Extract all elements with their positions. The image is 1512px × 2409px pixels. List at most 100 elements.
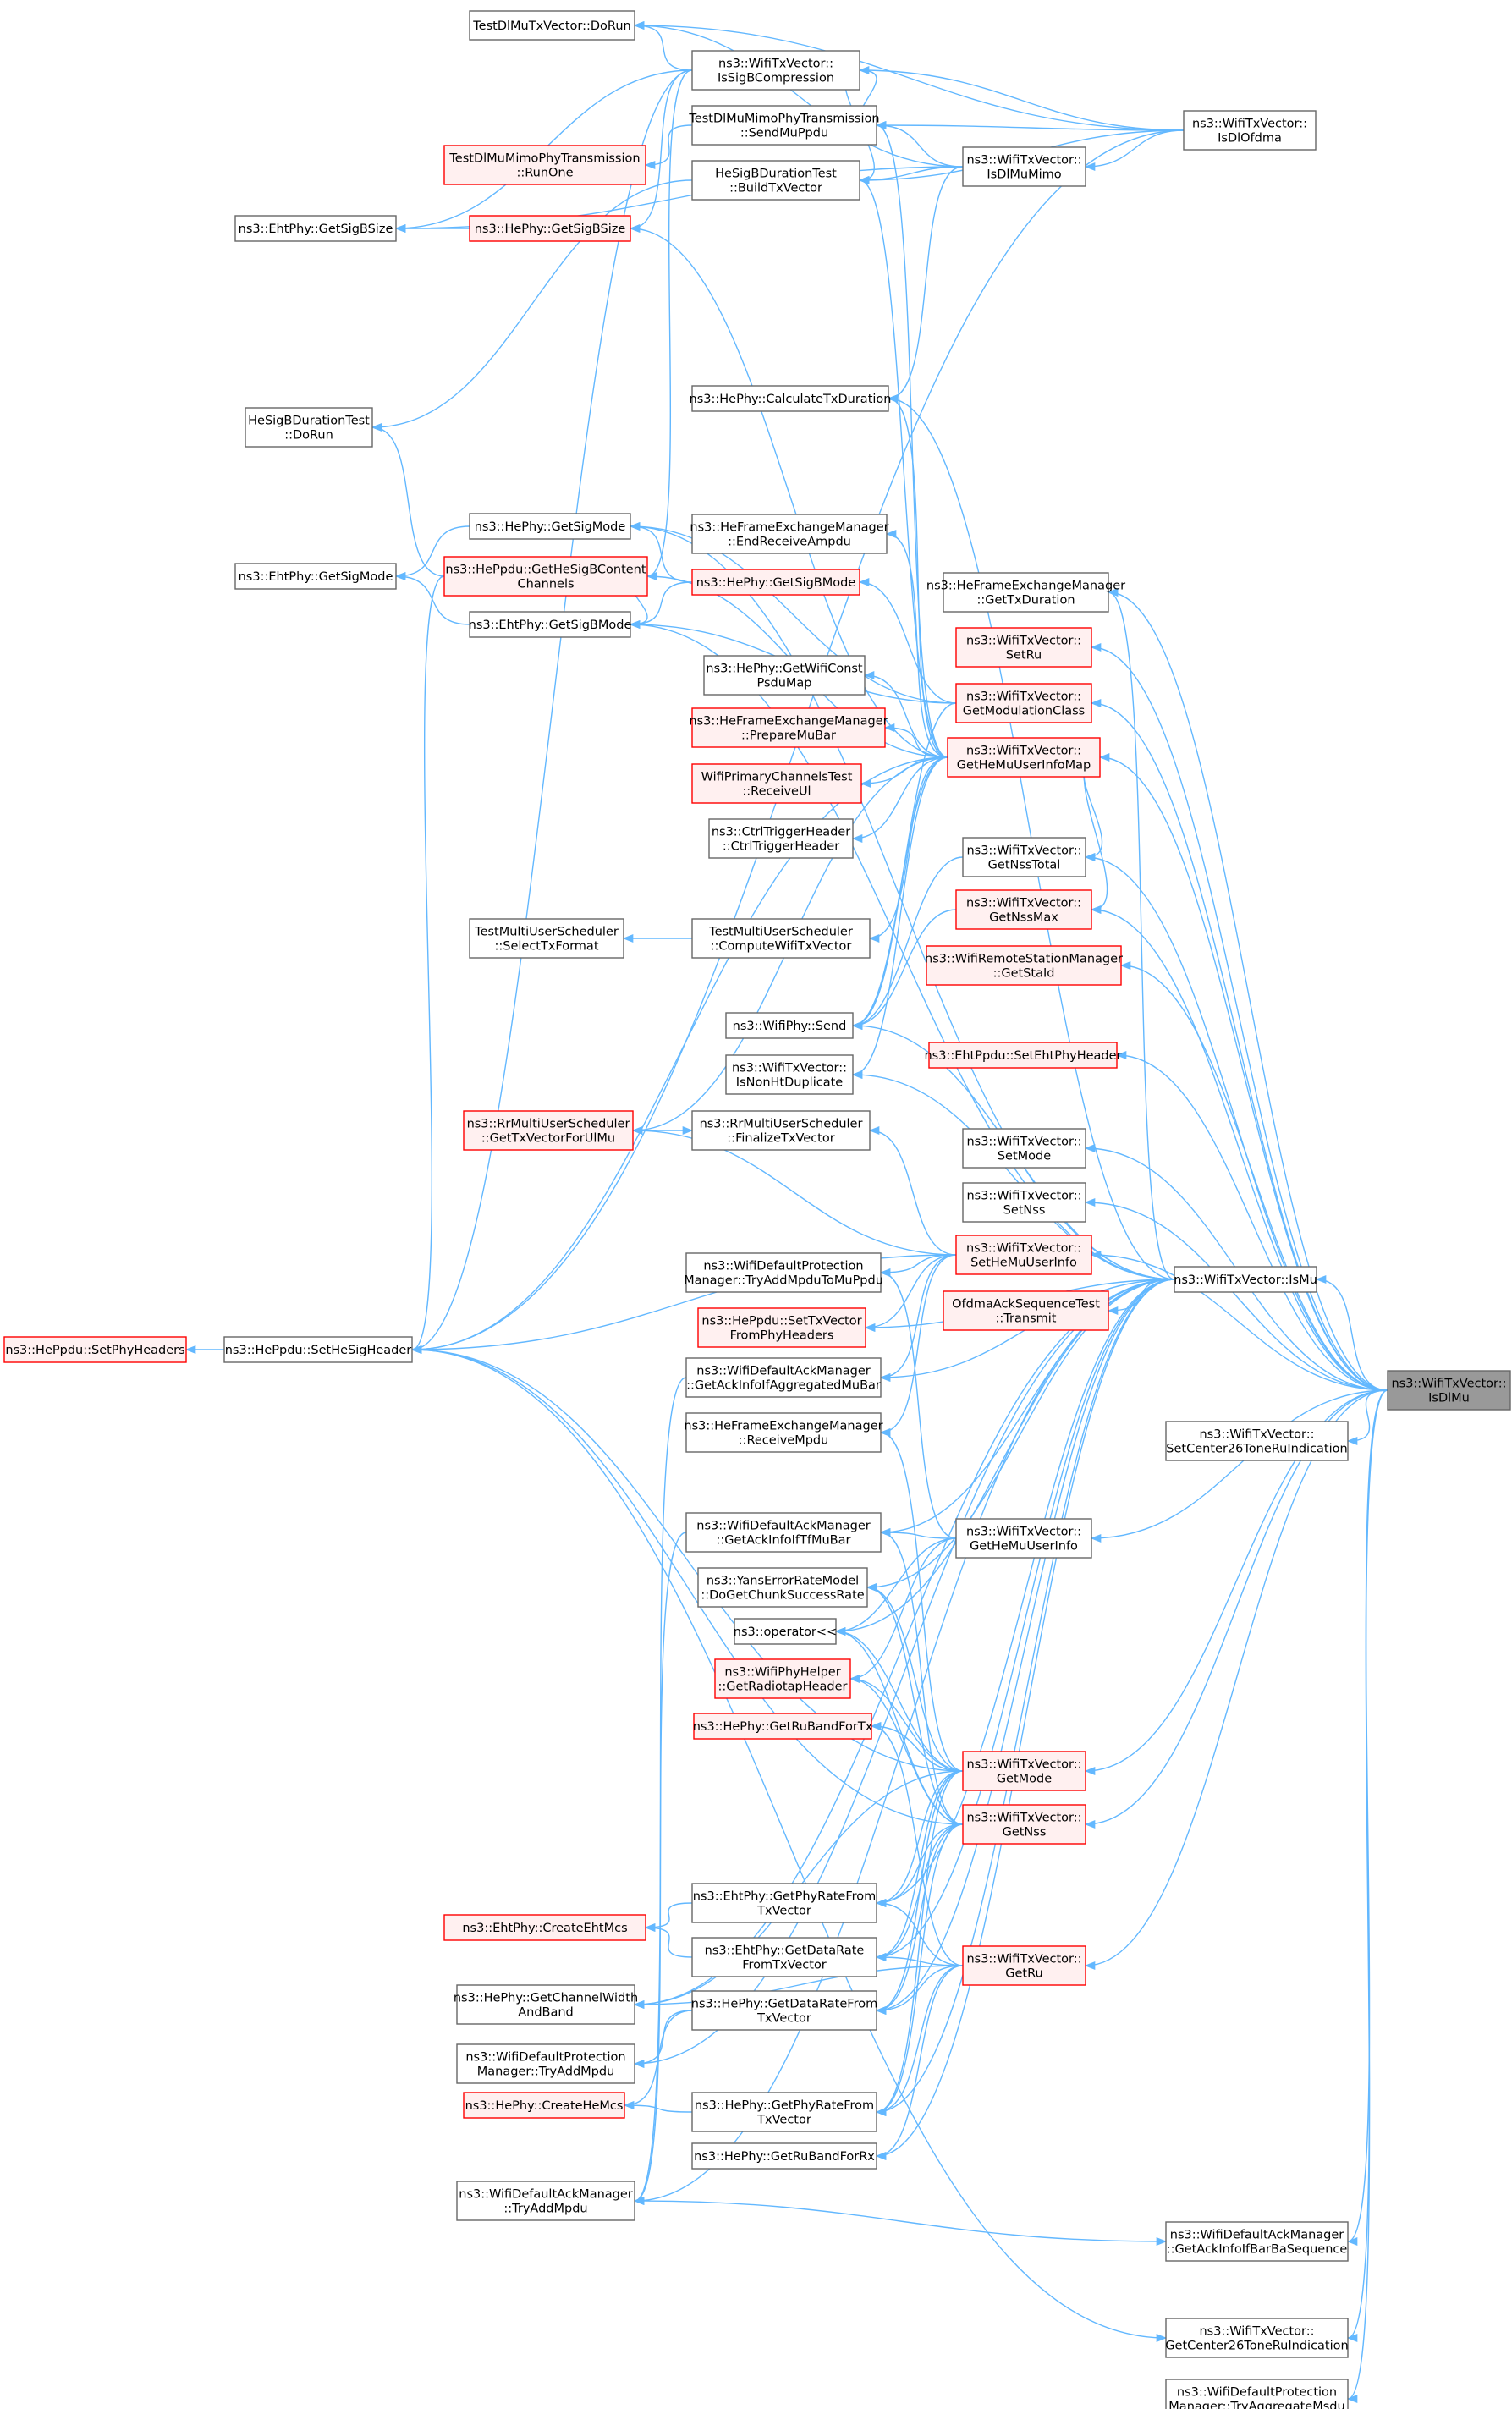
graph-node-n23[interactable]: ns3::WifiTxVector::GetHeMuUserInfoMap xyxy=(947,737,1101,778)
node-label: ::SelectTxFormat xyxy=(494,940,598,954)
node-label: ns3::WifiDefaultProtection xyxy=(465,2051,625,2065)
graph-node-n17[interactable]: ns3::EhtPhy::GetSigBMode xyxy=(469,611,632,638)
node-label: ns3::WifiTxVector:: xyxy=(718,58,833,71)
node-label: ns3::WifiDefaultAckManager xyxy=(696,1520,871,1533)
call-edge-n5-n6 xyxy=(1084,129,1185,172)
graph-node-n33[interactable]: ns3::WifiTxVector::IsNonHtDuplicate xyxy=(725,1054,854,1095)
graph-node-n38[interactable]: ns3::WifiTxVector::SetHeMuUserInfo xyxy=(955,1235,1092,1275)
graph-node-n56[interactable]: ns3::WifiTxVector::GetNss xyxy=(962,1804,1086,1845)
graph-node-n35[interactable]: ns3::RrMultiUserScheduler::FinalizeTxVec… xyxy=(691,1110,871,1151)
node-label: GetNssTotal xyxy=(988,859,1061,872)
graph-node-n53[interactable]: ns3::WifiPhyHelper::GetRadiotapHeader xyxy=(714,1658,851,1699)
graph-node-n51[interactable]: ns3::YansErrorRateModel::DoGetChunkSucce… xyxy=(697,1567,868,1608)
node-label: TestDlMuTxVector::DoRun xyxy=(472,19,630,33)
call-edge-n65-n55 xyxy=(875,1770,964,2116)
node-label: ns3::WifiTxVector:: xyxy=(966,1758,1081,1772)
graph-node-n3[interactable]: TestDlMuMimoPhyTransmission::SendMuPpdu xyxy=(688,105,880,146)
graph-node-n43[interactable]: ns3::HePpdu::SetPhyHeaders xyxy=(3,1336,187,1363)
graph-node-n60[interactable]: ns3::WifiTxVector::GetRu xyxy=(962,1945,1086,1986)
graph-node-n44[interactable]: ns3::HePpdu::SetHeSigHeader xyxy=(223,1336,413,1363)
node-label: GetCenter26ToneRuIndication xyxy=(1165,2340,1348,2353)
node-label: ns3::WifiDefaultProtection xyxy=(1177,2386,1337,2400)
call-edge-n67-n45 xyxy=(633,1377,687,2205)
call-edge-n64-n65 xyxy=(623,2100,693,2113)
graph-node-n27[interactable]: ns3::WifiTxVector::GetNssMax xyxy=(955,889,1092,930)
graph-node-n29[interactable]: TestMultiUserScheduler::ComputeWifiTxVec… xyxy=(691,918,871,959)
call-edge-n51-n40 xyxy=(866,1279,1175,1592)
graph-node-n15[interactable]: ns3::EhtPhy::GetSigMode xyxy=(234,563,397,590)
graph-node-n30[interactable]: ns3::WifiRemoteStationManager::GetStaId xyxy=(925,945,1123,986)
graph-node-n54[interactable]: ns3::HePhy::GetRuBandForTx xyxy=(693,1713,873,1740)
node-label: ns3::WifiTxVector:: xyxy=(966,635,1081,648)
graph-node-n16[interactable]: ns3::HePhy::GetSigBMode xyxy=(691,569,860,596)
graph-node-n48[interactable]: ns3::WifiTxVector::SetCenter26ToneRuIndi… xyxy=(1165,1421,1349,1461)
graph-node-n12[interactable]: ns3::HePhy::GetSigMode xyxy=(469,513,631,540)
node-label: ns3::HePhy::GetWifiConst xyxy=(706,663,863,676)
graph-node-n63[interactable]: ns3::WifiDefaultProtectionManager::TryAd… xyxy=(456,2043,635,2084)
graph-node-n41[interactable]: OfdmaAckSequenceTest::Transmit xyxy=(943,1290,1109,1331)
graph-node-n10[interactable]: ns3::HePhy::CalculateTxDuration xyxy=(690,385,892,412)
graph-node-n11[interactable]: HeSigBDurationTest::DoRun xyxy=(245,407,373,448)
graph-node-n40[interactable]: ns3::WifiTxVector::IsMu xyxy=(1174,1266,1317,1293)
node-label: IsDlMuMimo xyxy=(987,168,1061,182)
graph-node-n50[interactable]: ns3::WifiTxVector::GetHeMuUserInfo xyxy=(955,1518,1092,1559)
graph-node-n4[interactable]: TestDlMuMimoPhyTransmission::RunOne xyxy=(443,145,646,185)
node-box xyxy=(955,1235,1092,1275)
graph-node-n26[interactable]: ns3::WifiTxVector::GetNssTotal xyxy=(962,837,1086,877)
graph-node-n5[interactable]: ns3::WifiTxVector::IsDlMuMimo xyxy=(962,146,1086,187)
call-edge-n1-n6 xyxy=(633,20,1185,131)
graph-node-n55[interactable]: ns3::WifiTxVector::GetMode xyxy=(962,1751,1086,1791)
node-label: ns3::HePhy::CalculateTxDuration xyxy=(690,393,892,406)
graph-node-n47[interactable]: ns3::HeFrameExchangeManager::ReceiveMpdu xyxy=(684,1412,883,1453)
graph-node-n25[interactable]: ns3::CtrlTriggerHeader::CtrlTriggerHeade… xyxy=(708,818,854,859)
graph-node-n37[interactable]: ns3::WifiTxVector::SetNss xyxy=(962,1182,1086,1223)
graph-node-n49[interactable]: ns3::WifiDefaultAckManager::GetAckInfoIf… xyxy=(685,1512,882,1553)
graph-node-n28[interactable]: TestMultiUserScheduler::SelectTxFormat xyxy=(469,918,624,959)
graph-node-n45[interactable]: ns3::WifiDefaultAckManager::GetAckInfoIf… xyxy=(685,1357,882,1398)
graph-node-n36[interactable]: ns3::WifiTxVector::SetMode xyxy=(962,1128,1086,1169)
graph-node-n22[interactable]: ns3::HeFrameExchangeManager::PrepareMuBa… xyxy=(689,707,888,748)
graph-node-n64[interactable]: ns3::HePhy::CreateHeMcs xyxy=(463,2092,625,2119)
node-label: TxVector xyxy=(756,1905,811,1918)
node-label: Manager::TryAddMpdu xyxy=(477,2065,615,2079)
graph-node-n19[interactable]: ns3::WifiTxVector::SetRu xyxy=(955,627,1092,668)
graph-node-n6[interactable]: ns3::WifiTxVector::IsDlOfdma xyxy=(1183,110,1317,151)
call-edge-n23-n46 xyxy=(1098,753,1388,1391)
node-label: ns3::WifiTxVector:: xyxy=(966,1136,1081,1149)
graph-node-n13[interactable]: ns3::HeFrameExchangeManager::EndReceiveA… xyxy=(690,514,889,554)
graph-node-n68[interactable]: ns3::WifiDefaultAckManager::GetAckInfoIf… xyxy=(1165,2221,1349,2262)
graph-node-n7[interactable]: HeSigBDurationTest::BuildTxVector xyxy=(691,160,860,201)
graph-node-n34[interactable]: ns3::RrMultiUserScheduler::GetTxVectorFo… xyxy=(463,1110,634,1151)
graph-node-n67[interactable]: ns3::WifiDefaultAckManager::TryAddMpdu xyxy=(456,2181,635,2221)
graph-node-n31[interactable]: ns3::WifiPhy::Send xyxy=(725,1012,854,1039)
call-edge-n50-n46 xyxy=(1090,1389,1388,1543)
graph-node-n8[interactable]: ns3::EhtPhy::GetSigBSize xyxy=(234,215,397,242)
graph-node-n58[interactable]: ns3::EhtPhy::CreateEhtMcs xyxy=(443,1914,646,1941)
graph-node-n1[interactable]: TestDlMuTxVector::DoRun xyxy=(469,10,635,41)
graph-node-n46[interactable]: ns3::WifiTxVector::IsDlMu xyxy=(1387,1370,1511,1411)
graph-node-n52[interactable]: ns3::operator<< xyxy=(734,1618,837,1645)
graph-node-n18[interactable]: ns3::HeFrameExchangeManager::GetTxDurati… xyxy=(926,572,1125,613)
graph-node-n2[interactable]: ns3::WifiTxVector::IsSigBCompression xyxy=(691,50,860,91)
node-box xyxy=(962,146,1086,187)
graph-node-n39[interactable]: ns3::WifiDefaultProtectionManager::TryAd… xyxy=(684,1252,883,1293)
graph-node-n69[interactable]: ns3::WifiTxVector::GetCenter26ToneRuIndi… xyxy=(1165,2318,1349,2358)
graph-node-n21[interactable]: ns3::WifiTxVector::GetModulationClass xyxy=(955,683,1092,723)
node-label: TestMultiUserScheduler xyxy=(708,926,853,939)
graph-node-n66[interactable]: ns3::HePhy::GetRuBandForRx xyxy=(691,2142,877,2170)
graph-node-n9[interactable]: ns3::HePhy::GetSigBSize xyxy=(469,215,631,242)
call-edge-n10-n23 xyxy=(887,394,948,758)
graph-node-n32[interactable]: ns3::EhtPpdu::SetEhtPhyHeader xyxy=(924,1042,1122,1069)
call-edge-n66-n60 xyxy=(875,1965,964,2160)
graph-node-n24[interactable]: WifiPrimaryChannelsTest::ReceiveUl xyxy=(691,763,862,804)
graph-node-n70[interactable]: ns3::WifiDefaultProtectionManager::TryAg… xyxy=(1165,2379,1349,2409)
